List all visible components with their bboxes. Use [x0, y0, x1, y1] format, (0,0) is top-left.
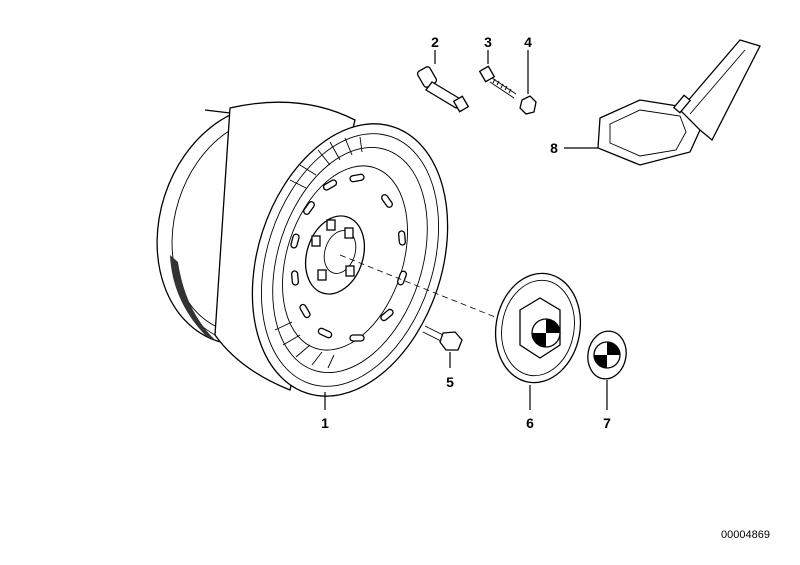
wheel-rim — [156, 101, 541, 410]
hub-cap — [494, 272, 582, 410]
callout-7: 7 — [603, 415, 611, 431]
callout-2: 2 — [431, 34, 439, 50]
callout-8: 8 — [550, 140, 558, 156]
callout-3: 3 — [484, 34, 492, 50]
callout-4: 4 — [524, 34, 532, 50]
cap-nut — [519, 50, 537, 115]
threaded-stud — [478, 50, 517, 99]
valve — [416, 50, 470, 113]
callout-6: 6 — [526, 415, 534, 431]
wheel-bolt — [422, 325, 463, 368]
bmw-emblem — [587, 330, 627, 410]
callout-5: 5 — [446, 374, 454, 390]
wheel-wrench — [564, 39, 761, 166]
wheel-slots — [290, 173, 408, 342]
reference-number: 00004869 — [721, 529, 770, 541]
callout-1: 1 — [321, 415, 329, 431]
